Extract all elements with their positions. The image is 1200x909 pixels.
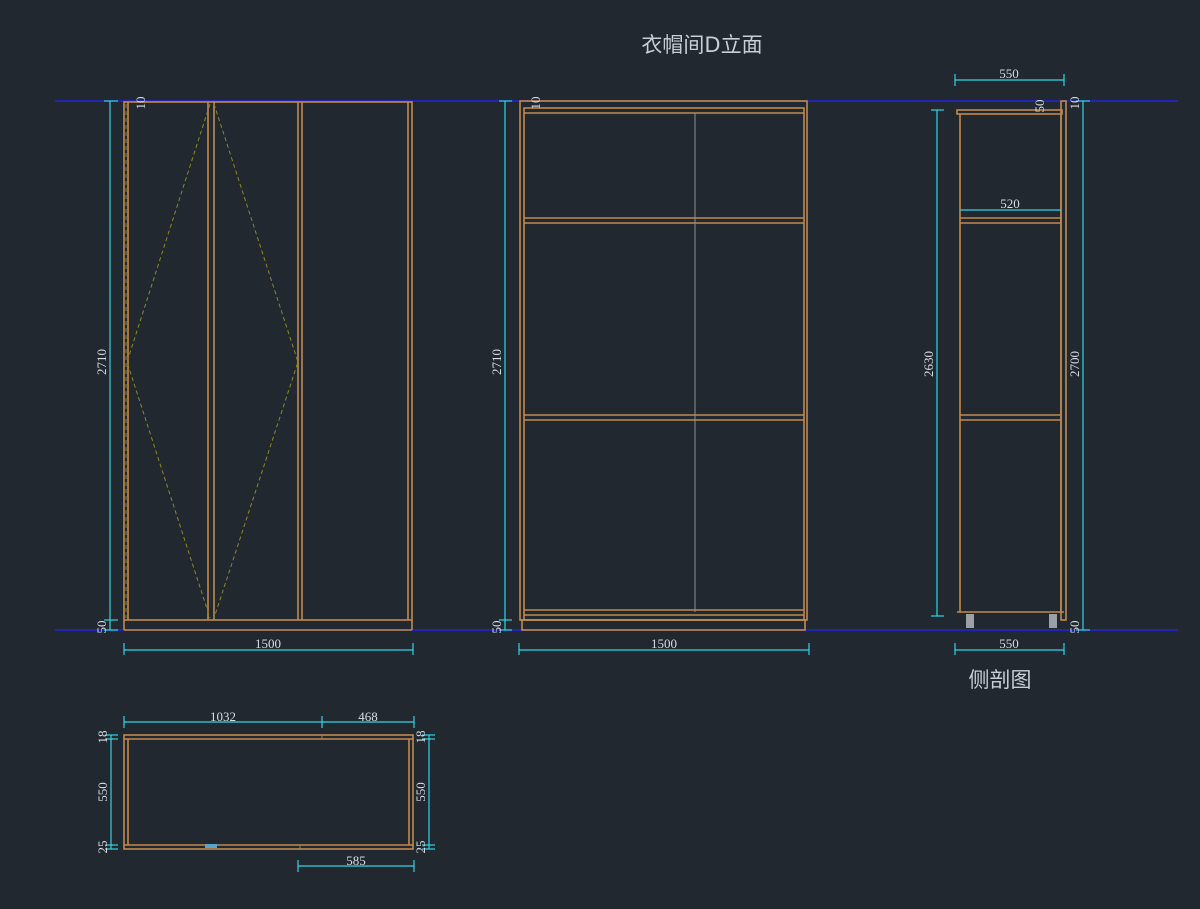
plan-depth-left: 550 [95, 782, 110, 802]
plan-hinge-mark [205, 844, 217, 848]
side-section-label: 侧剖图 [969, 668, 1032, 692]
side-bottom-width-dim: 550 [999, 636, 1019, 651]
plan-depth-right: 550 [413, 782, 428, 802]
interior-top-dim: 10 [528, 97, 543, 110]
plan-left-width-dim: 1032 [210, 709, 236, 724]
side-section: 550 520 2630 2700 10 50 50 550 侧剖图 [921, 66, 1090, 692]
front-width-dim: 1500 [255, 636, 281, 651]
left-leg [966, 614, 974, 628]
door-swing-left [126, 103, 211, 619]
plan-bottom-thick-left: 25 [95, 841, 110, 854]
plan-top-thick-left: 18 [95, 731, 110, 744]
side-shelf-width-dim: 520 [1000, 196, 1020, 211]
interior-bottom-dim: 50 [489, 621, 504, 634]
plan-bottom-width-dim: 585 [346, 853, 366, 868]
plan-right-width-dim: 468 [358, 709, 378, 724]
plan-view: 1032 468 18 550 25 18 550 25 585 [95, 709, 435, 872]
interior-height-dim: 2710 [489, 349, 504, 375]
side-inner-height-dim: 2630 [921, 351, 936, 377]
side-top-dim: 10 [1067, 97, 1082, 110]
side-door-panel [1060, 100, 1067, 621]
plan-top-thick-right: 18 [413, 731, 428, 744]
front-bottom-dim: 50 [94, 621, 109, 634]
right-leg [1049, 614, 1057, 628]
interior-elevation: 2710 10 50 1500 [489, 97, 810, 655]
drawing-title: 衣帽间D立面 [641, 33, 762, 57]
reference-lines [55, 100, 1178, 631]
front-height-dim: 2710 [94, 349, 109, 375]
door-swing-middle [213, 103, 299, 619]
side-top-panel [956, 109, 1063, 115]
interior-plinth [521, 619, 806, 631]
side-bottom-dim: 50 [1067, 621, 1082, 634]
interior-cabinet-outline [519, 100, 808, 621]
front-top-dim: 10 [133, 97, 148, 110]
side-top-dim-2: 50 [1032, 100, 1047, 113]
plan-bottom-thick-right: 25 [413, 841, 428, 854]
side-top-width-dim: 550 [999, 66, 1019, 81]
side-total-height-dim: 2700 [1067, 351, 1082, 377]
front-cabinet-outline [123, 101, 413, 621]
interior-width-dim: 1500 [651, 636, 677, 651]
front-elevation: 2710 10 50 1500 [94, 97, 414, 655]
plan-outline [123, 734, 414, 850]
